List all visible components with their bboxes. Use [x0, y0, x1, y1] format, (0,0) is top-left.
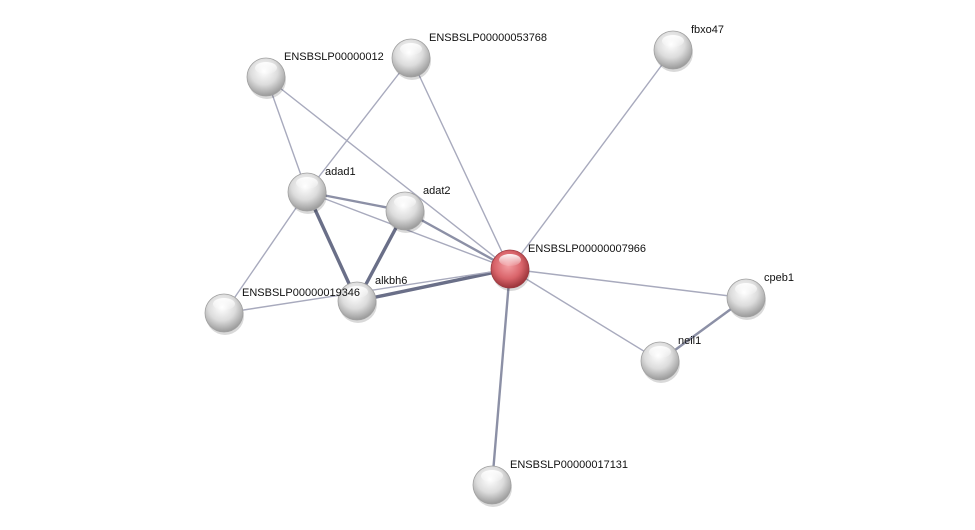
node-highlight	[255, 62, 277, 74]
edge-n53768-adad1[interactable]	[306, 57, 412, 193]
edge-n7966-cpeb1[interactable]	[509, 268, 747, 299]
node-highlight	[296, 177, 318, 189]
node-label: adad1	[325, 166, 356, 178]
node-n7966[interactable]: ENSBSLP00000007966	[490, 243, 646, 291]
node-adad1[interactable]: adad1	[287, 166, 356, 214]
node-label: fbxo47	[691, 24, 724, 36]
node-highlight	[346, 286, 368, 298]
edge-adad1-n19346[interactable]	[223, 191, 308, 314]
edge-n7966-neil1[interactable]	[509, 268, 661, 362]
node-label: ENSBSLP00000017131	[510, 459, 628, 471]
edge-adad1-alkbh6[interactable]	[305, 191, 359, 302]
node-n53768[interactable]: ENSBSLP00000053768	[391, 32, 547, 80]
node-highlight	[400, 43, 422, 55]
edge-n53768-n7966[interactable]	[410, 57, 511, 270]
node-label: ENSBSLP00000007966	[528, 243, 646, 255]
node-highlight	[735, 283, 757, 295]
edge-n012-adad1[interactable]	[265, 76, 308, 193]
node-n19346[interactable]: ENSBSLP00000019346	[204, 287, 360, 335]
node-n012[interactable]: ENSBSLP00000012	[246, 51, 384, 99]
node-label: alkbh6	[375, 275, 407, 287]
node-highlight	[213, 298, 235, 310]
node-highlight	[481, 470, 503, 482]
edge-fbxo47-n7966[interactable]	[509, 49, 674, 270]
node-label: ENSBSLP00000019346	[242, 287, 360, 299]
node-highlight	[662, 35, 684, 47]
node-adat2[interactable]: adat2	[385, 185, 451, 233]
node-label: neil1	[678, 335, 701, 347]
node-highlight	[649, 346, 671, 358]
node-n17131[interactable]: ENSBSLP00000017131	[472, 459, 628, 507]
edge-adat2-n7966[interactable]	[404, 209, 511, 271]
edge-alkbh6-n7966[interactable]	[356, 267, 511, 303]
edge-n012-n7966[interactable]	[265, 76, 511, 270]
node-label: ENSBSLP00000012	[284, 51, 384, 63]
node-label: ENSBSLP00000053768	[429, 32, 547, 44]
edge-n7966-n17131[interactable]	[490, 268, 512, 486]
node-label: adat2	[423, 185, 451, 197]
node-alkbh6[interactable]: alkbh6	[337, 275, 407, 323]
node-label: cpeb1	[764, 272, 794, 284]
edge-adad1-n7966[interactable]	[306, 191, 511, 270]
node-highlight	[499, 254, 521, 266]
node-highlight	[394, 196, 416, 208]
node-neil1[interactable]: neil1	[640, 335, 701, 383]
node-cpeb1[interactable]: cpeb1	[726, 272, 794, 320]
node-fbxo47[interactable]: fbxo47	[653, 24, 724, 72]
